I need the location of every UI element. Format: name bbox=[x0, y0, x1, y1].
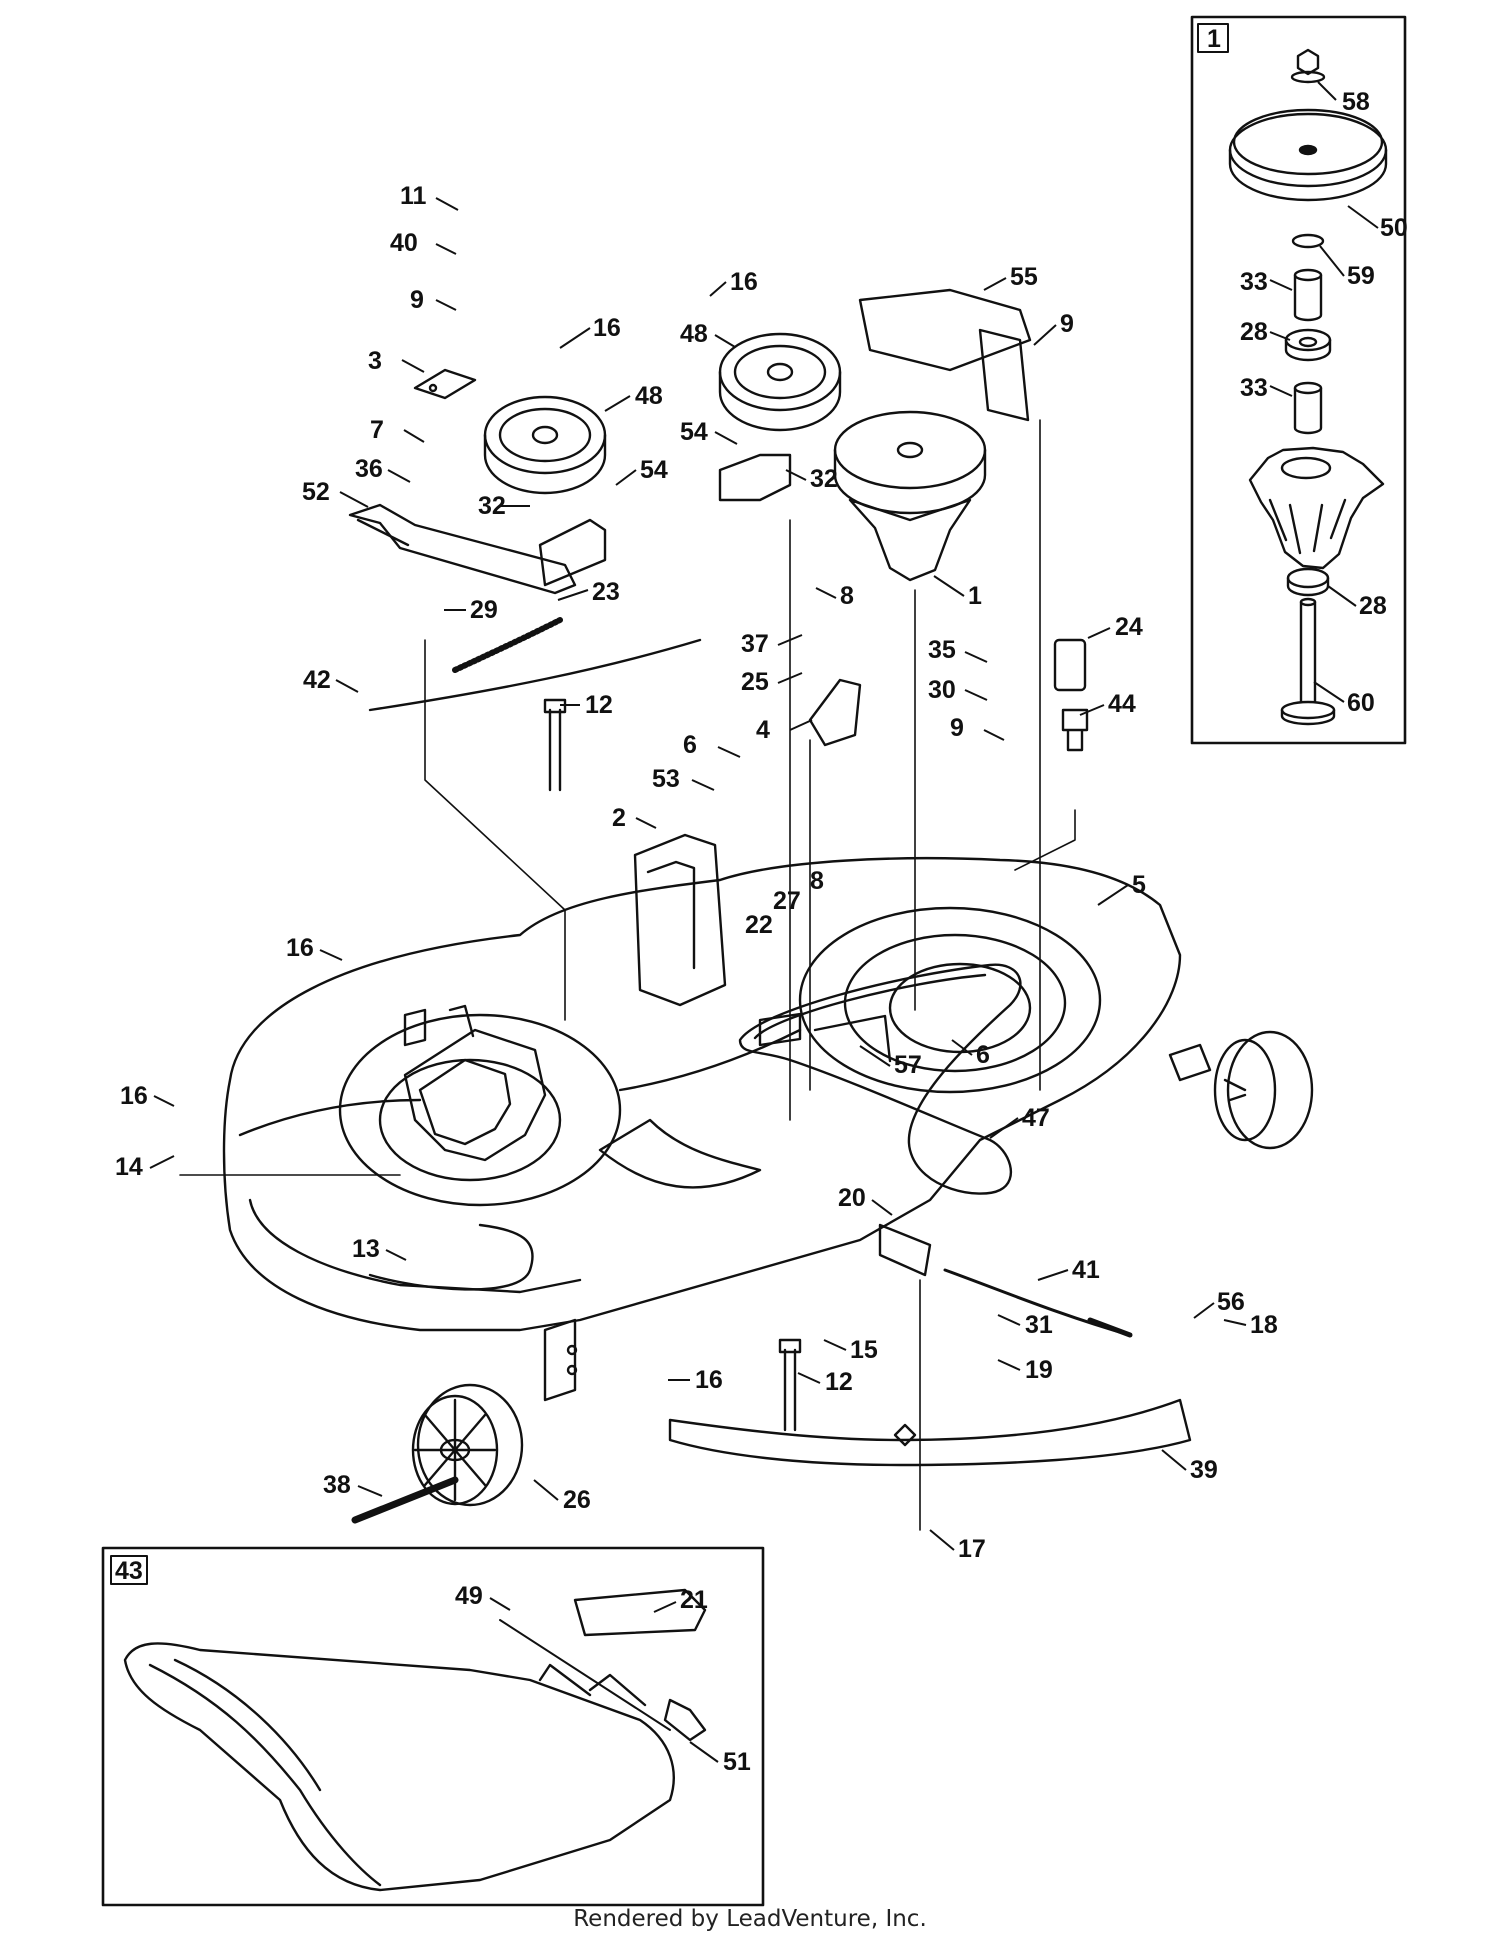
callout-31: 31 bbox=[1025, 1311, 1053, 1339]
callout-36: 36 bbox=[355, 455, 383, 483]
callout-28b: 28 bbox=[1359, 592, 1387, 620]
callout-24: 24 bbox=[1115, 613, 1143, 641]
footer-credit: Rendered by LeadVenture, Inc. bbox=[573, 1906, 927, 1932]
callout-17: 17 bbox=[958, 1535, 986, 1563]
callout-42: 42 bbox=[303, 666, 331, 694]
callout-23: 23 bbox=[592, 578, 620, 606]
callout-27: 27 bbox=[773, 887, 801, 915]
callout-51: 51 bbox=[723, 1748, 751, 1776]
callout-55: 55 bbox=[1010, 263, 1038, 291]
callout-60: 60 bbox=[1347, 689, 1375, 717]
callout-13: 13 bbox=[352, 1235, 380, 1263]
baffle-inset bbox=[101, 1546, 765, 1907]
callout-2: 2 bbox=[612, 804, 626, 832]
callout-54: 54 bbox=[640, 456, 668, 484]
callout-16e: 16 bbox=[695, 1366, 723, 1394]
callout-49: 49 bbox=[455, 1582, 483, 1610]
callout-56: 56 bbox=[1217, 1288, 1245, 1316]
callout-38: 38 bbox=[323, 1471, 351, 1499]
callout-16c: 16 bbox=[286, 934, 314, 962]
callout-54b: 54 bbox=[680, 418, 708, 446]
spindle-inset bbox=[1190, 15, 1407, 745]
callout-33b: 33 bbox=[1240, 374, 1268, 402]
callout-48b: 48 bbox=[680, 320, 708, 348]
callout-39: 39 bbox=[1190, 1456, 1218, 1484]
callout-58: 58 bbox=[1342, 88, 1370, 116]
callout-6: 6 bbox=[683, 731, 697, 759]
callout-50: 50 bbox=[1380, 214, 1408, 242]
inset-label-baffle: 43 bbox=[115, 1557, 143, 1585]
callout-37: 37 bbox=[741, 630, 769, 658]
callout-1: 1 bbox=[968, 582, 982, 610]
callout-59: 59 bbox=[1347, 262, 1375, 290]
callout-30: 30 bbox=[928, 676, 956, 704]
callout-3: 3 bbox=[368, 347, 382, 375]
callout-26: 26 bbox=[563, 1486, 591, 1514]
callout-14: 14 bbox=[115, 1153, 143, 1181]
callout-52: 52 bbox=[302, 478, 330, 506]
callout-21: 21 bbox=[680, 1586, 708, 1614]
callout-12b: 12 bbox=[825, 1368, 853, 1396]
callout-9c: 9 bbox=[950, 714, 964, 742]
callout-48: 48 bbox=[635, 382, 663, 410]
callout-25: 25 bbox=[741, 668, 769, 696]
callout-16b: 16 bbox=[730, 268, 758, 296]
callout-8b: 8 bbox=[810, 867, 824, 895]
callout-19: 19 bbox=[1025, 1356, 1053, 1384]
callout-6b: 6 bbox=[976, 1041, 990, 1069]
callout-33: 33 bbox=[1240, 268, 1268, 296]
callout-11: 11 bbox=[400, 182, 427, 210]
upper-parts bbox=[179, 288, 1089, 1531]
callout-47: 47 bbox=[1022, 1104, 1050, 1132]
callout-35: 35 bbox=[928, 636, 956, 664]
callout-4: 4 bbox=[756, 716, 770, 744]
callout-5: 5 bbox=[1132, 871, 1146, 899]
callout-16d: 16 bbox=[120, 1082, 148, 1110]
callout-57: 57 bbox=[894, 1051, 922, 1079]
callout-9b: 9 bbox=[1060, 310, 1074, 338]
callout-40: 40 bbox=[390, 229, 418, 257]
callout-22: 22 bbox=[745, 911, 773, 939]
callout-28: 28 bbox=[1240, 318, 1268, 346]
callout-12: 12 bbox=[585, 691, 613, 719]
callout-9: 9 bbox=[410, 286, 424, 314]
callout-53: 53 bbox=[652, 765, 680, 793]
callout-44: 44 bbox=[1108, 690, 1136, 718]
callout-20: 20 bbox=[838, 1184, 866, 1212]
callout-16: 16 bbox=[593, 314, 621, 342]
mower-deck bbox=[222, 833, 1314, 1507]
callout-15: 15 bbox=[850, 1336, 878, 1364]
callout-18: 18 bbox=[1250, 1311, 1278, 1339]
inset-label-spindle: 1 bbox=[1207, 25, 1221, 53]
callout-labels: 1 43 58 50 59 33 28 33 28 60 11 40 9 3 7… bbox=[115, 25, 1408, 1776]
callout-29: 29 bbox=[470, 596, 498, 624]
callout-41: 41 bbox=[1072, 1256, 1100, 1284]
leader-lines bbox=[149, 81, 1379, 1763]
callout-32b: 32 bbox=[810, 465, 838, 493]
callout-8: 8 bbox=[840, 582, 854, 610]
callout-7: 7 bbox=[370, 416, 384, 444]
